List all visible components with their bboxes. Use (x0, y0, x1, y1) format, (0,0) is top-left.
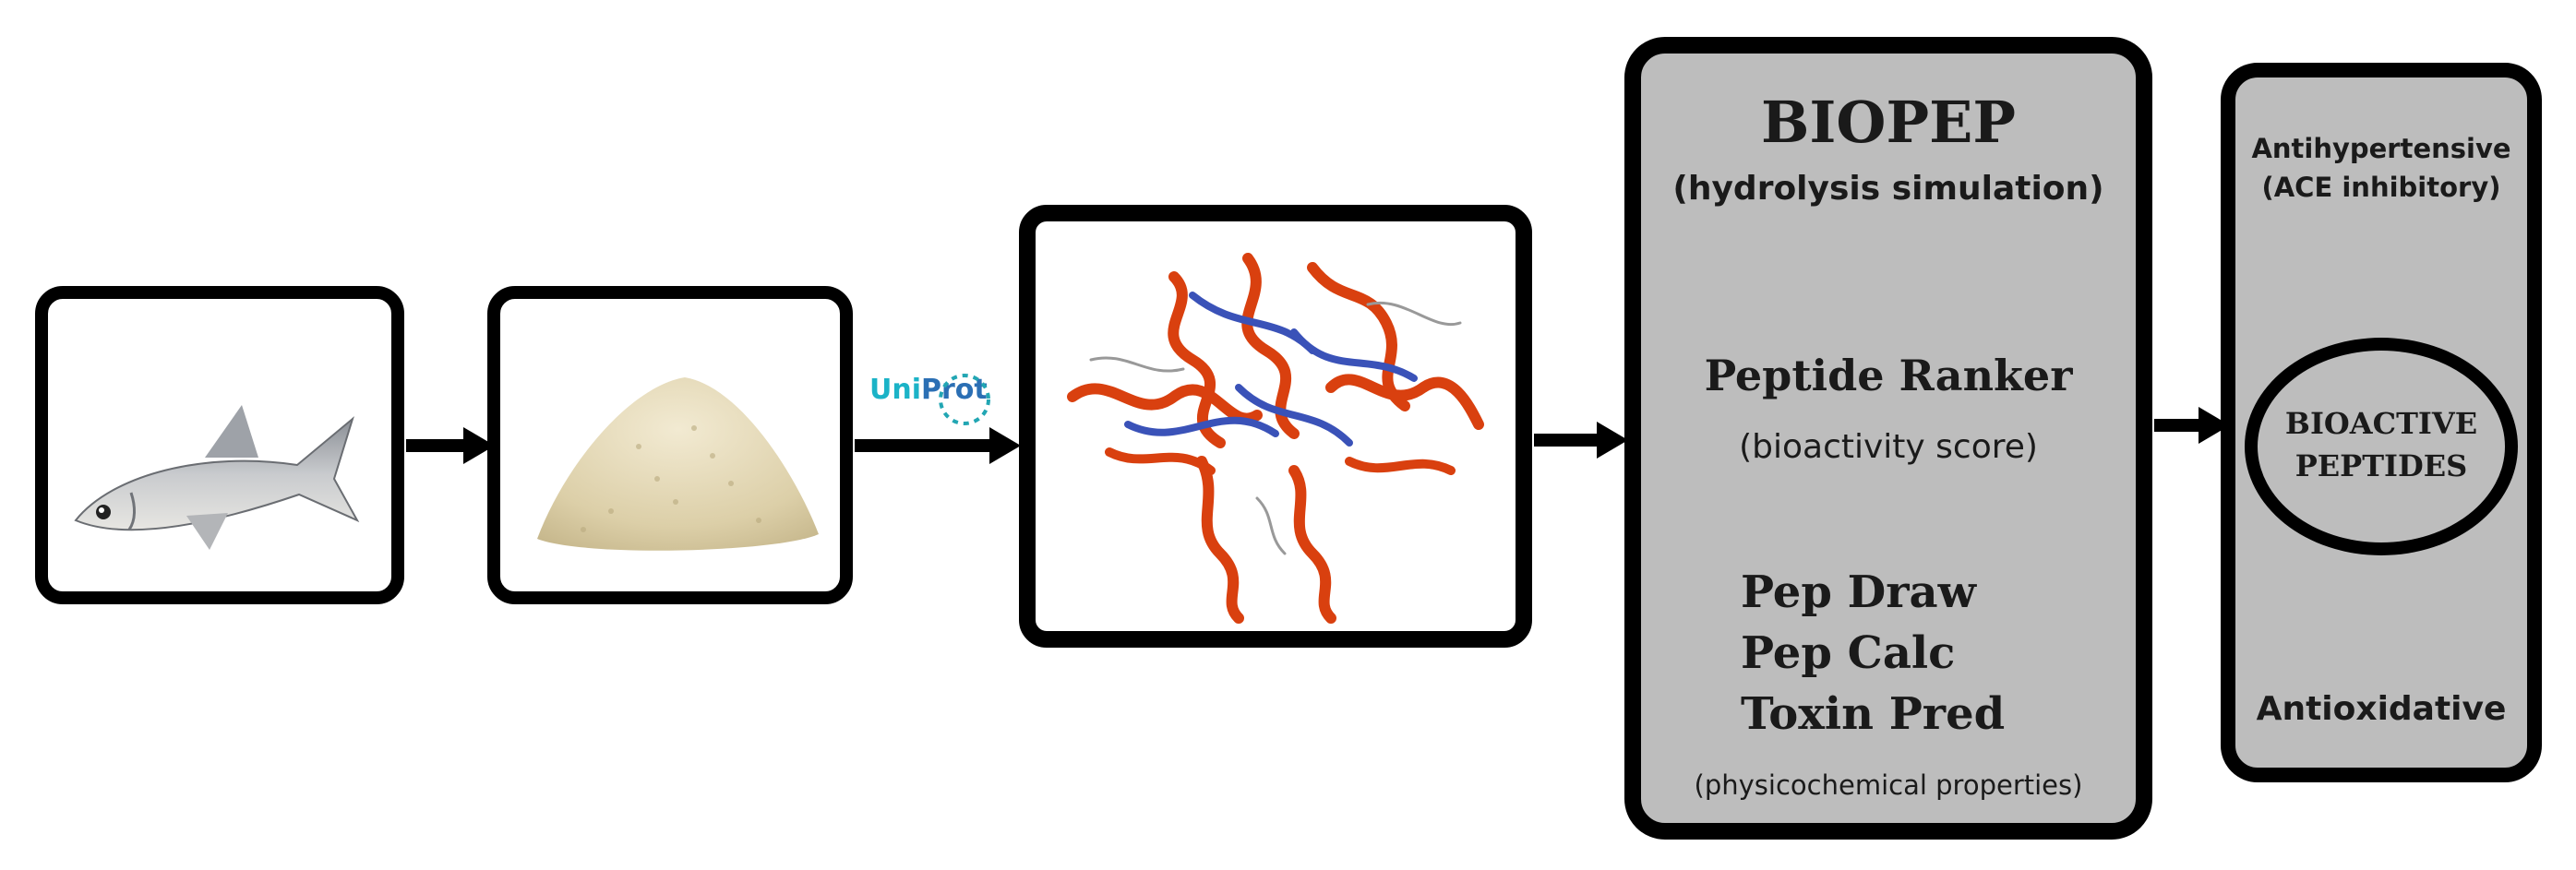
biopep-tools-panel: BIOPEP (hydrolysis simulation) Peptide R… (1624, 37, 2152, 840)
protein-structure-box (1019, 205, 1532, 648)
arrow-3 (1534, 422, 1628, 459)
powder-pile-icon (537, 377, 819, 551)
bioactive-peptides-ellipse (2245, 338, 2518, 555)
uniprot-swirl-icon (939, 374, 990, 425)
peptide-ranker-subtitle: (bioactivity score) (1739, 428, 2038, 466)
uniprot-logo: UniProt (869, 374, 988, 406)
peptides-label: PEPTIDES (2294, 448, 2468, 483)
toxin-pred-label: Toxin Pred (1741, 688, 2006, 740)
protein-structure-icon (1067, 253, 1484, 624)
biopep-subtitle: (hydrolysis simulation) (1672, 170, 2104, 208)
arrow-2 (855, 427, 1021, 464)
arrow-4 (2154, 407, 2230, 444)
uniprot-logo-uni: Uni (869, 374, 922, 406)
ace-inhibitory-label: (ACE inhibitory) (2261, 172, 2501, 203)
peptide-ranker-label: Peptide Ranker (1704, 351, 2073, 400)
fish-icon (74, 405, 360, 550)
bioactivity-results-panel: Antihypertensive (ACE inhibitory) BIOACT… (2221, 63, 2542, 782)
physicochemical-subtitle: (physicochemical properties) (1694, 769, 2083, 801)
bioactive-label: BIOACTIVE (2284, 406, 2478, 441)
antioxidative-label: Antioxidative (2256, 690, 2507, 728)
arrow-1 (406, 427, 495, 464)
pep-calc-label: Pep Calc (1741, 627, 1956, 679)
powder-image-box (487, 286, 853, 604)
fish-image-box (35, 286, 404, 604)
pep-draw-label: Pep Draw (1741, 566, 1976, 618)
biopep-title: BIOPEP (1761, 89, 2016, 156)
antihypertensive-label: Antihypertensive (2251, 133, 2511, 164)
